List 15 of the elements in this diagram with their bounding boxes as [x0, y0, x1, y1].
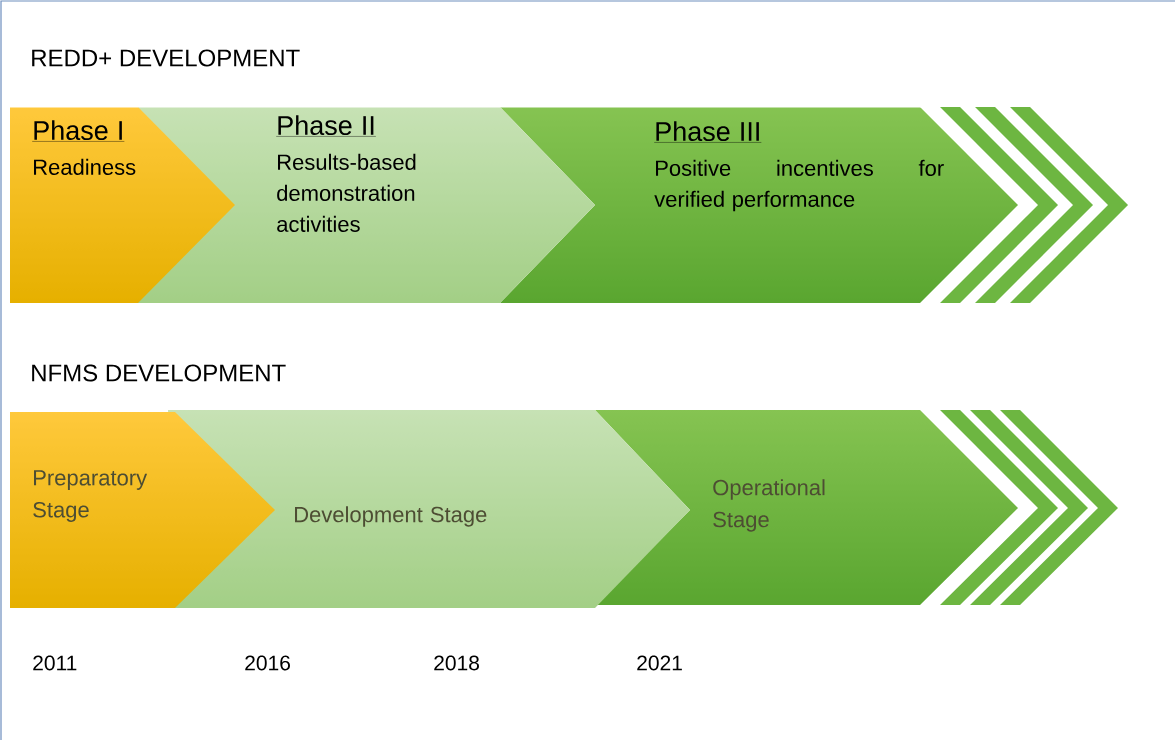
phase-description: Results-based demonstration activities: [277, 153, 416, 232]
section-heading: REDD+ DEVELOPMENT: [32, 49, 300, 67]
year-label: 2021: [637, 655, 682, 671]
phase-description: Readiness: [34, 158, 136, 175]
stage-label: Operational Stage: [713, 479, 825, 532]
year-label: 2016: [245, 655, 290, 671]
year-label: 2011: [33, 655, 77, 671]
phase-heading: Phase III: [654, 121, 762, 143]
phase-heading: Phase II: [276, 115, 377, 137]
phase-heading: Phase I: [32, 120, 125, 142]
stage-label: Preparatory Stage: [33, 470, 148, 522]
stage-label: Development Stage: [295, 506, 487, 527]
section-heading: NFMS DEVELOPMENT: [32, 364, 286, 382]
year-label: 2018: [434, 655, 479, 671]
phase-description: Positive incentives for verified performance: [654, 159, 944, 212]
